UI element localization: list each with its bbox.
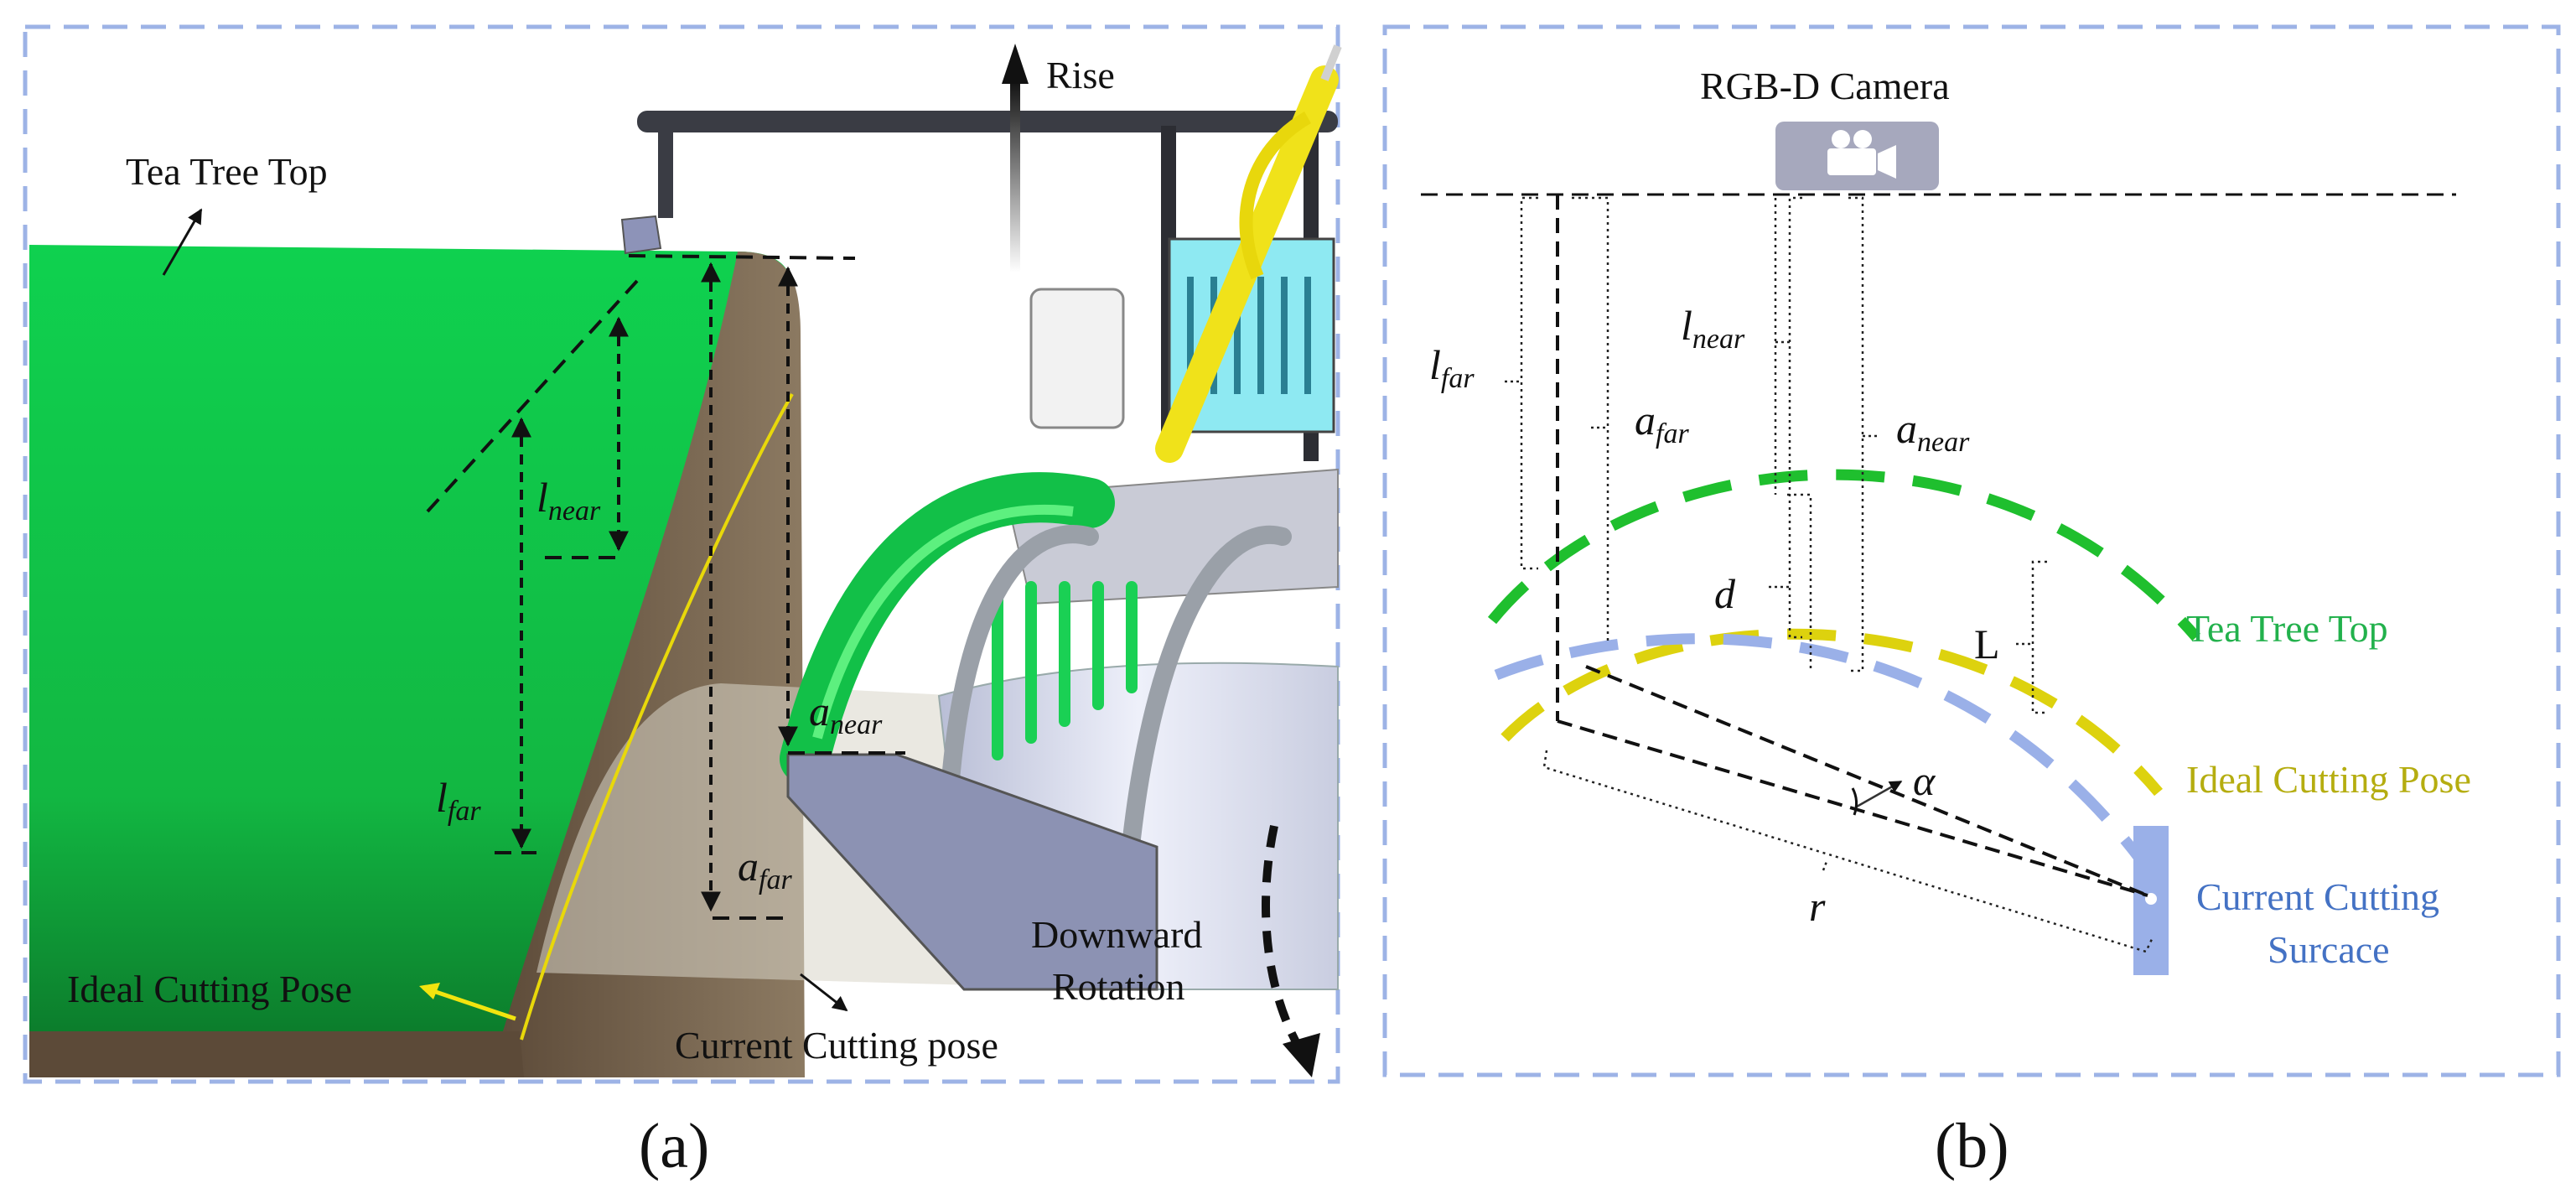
rotation-arrow-head: [1283, 1033, 1320, 1077]
yellow-arm-hose: [1239, 112, 1312, 280]
camera-label: RGB-D Camera: [1700, 65, 1950, 107]
panel-b: RGB-D Camera: [1382, 24, 2561, 1181]
alpha-arc: [1851, 787, 1858, 816]
big-l-label: L: [1974, 620, 2000, 667]
dimension-brackets-b: [1520, 196, 2154, 953]
r-label: r: [1809, 883, 1826, 930]
arc-current-cutting: [1494, 633, 2164, 888]
ideal-cutting-pose-pointer: [422, 985, 516, 1021]
green-pipe-highlight: [812, 504, 1074, 740]
arc-tea-tree-top: [1487, 469, 2200, 641]
rotation-label: Rotation: [1052, 965, 1184, 1008]
tea-tree-top-pointer: [162, 208, 203, 276]
tea-tree-top-label-b: Tea Tree Top: [2186, 607, 2388, 650]
frame-bar: [637, 111, 1338, 132]
label-ticks-b: [1505, 340, 2033, 871]
ideal-cutting-pose-label-a: Ideal Cutting Pose: [67, 968, 352, 1010]
guide-rods: [938, 525, 1292, 848]
green-teeth: [992, 581, 1138, 760]
engine-block: [1029, 288, 1125, 429]
frame-post-left: [658, 126, 673, 218]
tea-canopy: [29, 245, 793, 1033]
camera-sensor: [620, 215, 662, 255]
ideal-cutting-line: [520, 393, 794, 1041]
downward-label: Downward: [1031, 913, 1202, 956]
caption-b: (b): [1935, 1111, 2009, 1181]
panel-b-border: [1382, 24, 2561, 1077]
a-far-label-b: afar: [1635, 397, 1689, 449]
rotation-arrow: [1262, 824, 1304, 1051]
yellow-arm-tip: [1320, 44, 1342, 81]
measure-lines-b: [1556, 195, 2148, 897]
green-pipe: [780, 472, 1115, 784]
rise-arrow-shaft: [1010, 80, 1020, 272]
panel-a: Rise Tea Tree Top lnear lfar anear afar …: [23, 24, 1342, 1181]
ideal-cutting-pose-pointer-head: [419, 983, 440, 999]
measure-arrows-a: [511, 262, 798, 912]
arc-ideal-cutting: [1501, 628, 2163, 797]
a-near-label-a: anear: [809, 688, 883, 740]
d-label: d: [1714, 570, 1736, 617]
current-cutting-pose-label: Current Cutting pose: [675, 1024, 998, 1067]
rise-label: Rise: [1046, 54, 1115, 96]
tea-tree-top-label-a: Tea Tree Top: [126, 150, 328, 193]
current-cutting-pose-pointer: [800, 973, 848, 1012]
caption-a: (a): [639, 1111, 709, 1181]
l-near-label-b: lnear: [1681, 302, 1745, 355]
alpha-pointer: [1856, 780, 1903, 808]
l-near-label-a: lnear: [536, 474, 601, 527]
rise-arrow-head: [1002, 44, 1029, 84]
panel-a-border: [23, 24, 1340, 1084]
a-far-label-a: afar: [738, 843, 792, 895]
a-near-label-b: anear: [1896, 405, 1970, 458]
measure-lines-a: [426, 254, 905, 920]
current-cutting-label-line2: Surcace: [2268, 928, 2390, 971]
l-far-label-b: lfar: [1429, 341, 1475, 394]
l-far-label-a: lfar: [436, 774, 481, 827]
current-cutting-label-line1: Current Cutting: [2196, 875, 2439, 918]
camera-icon: [1827, 130, 1896, 179]
ideal-cutting-pose-label-b: Ideal Cutting Pose: [2186, 758, 2471, 801]
ground-strip: [29, 1031, 524, 1077]
alpha-label: α: [1913, 757, 1936, 804]
